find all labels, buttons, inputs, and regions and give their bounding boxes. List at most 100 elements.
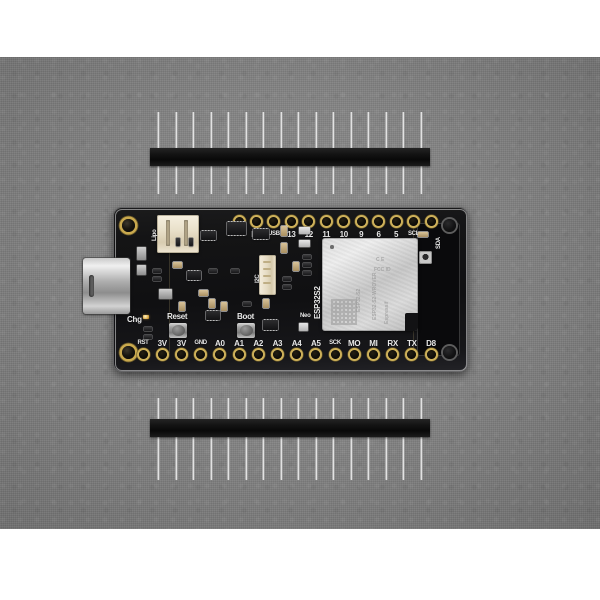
header-pin xyxy=(244,164,248,194)
header-pin xyxy=(279,112,283,150)
header-pin xyxy=(279,398,283,421)
header-pins-bottom xyxy=(150,398,430,480)
battery-connector-slot xyxy=(166,220,170,246)
silk-label-3v-2: 3V xyxy=(176,339,186,348)
header-pin xyxy=(157,112,161,150)
smd-diode xyxy=(137,265,146,275)
header-pad-6 xyxy=(374,217,384,226)
mounting-hole-bottom-right xyxy=(443,346,456,359)
header-pin xyxy=(384,398,388,421)
header-pad-10 xyxy=(339,217,349,226)
header-pad-sda xyxy=(426,217,436,226)
header-pin xyxy=(192,398,196,421)
reset-button[interactable] xyxy=(169,323,187,338)
header-pad-gnd-3 xyxy=(196,350,206,359)
smd-resistor xyxy=(144,335,152,339)
pin-header-strip-top xyxy=(150,112,430,194)
smd-capacitor xyxy=(173,262,182,268)
header-pin xyxy=(244,435,248,480)
header-pin xyxy=(209,164,213,194)
smd-resistor xyxy=(153,277,161,281)
header-pad-a2-6 xyxy=(253,350,263,359)
smd-capacitor xyxy=(199,290,208,296)
boot-button[interactable] xyxy=(237,323,255,338)
header-pin xyxy=(419,435,423,480)
header-pin xyxy=(209,435,213,480)
header-pin xyxy=(297,435,301,480)
silk-label-usb: USB xyxy=(268,231,280,237)
silk-label-neo: Neo xyxy=(300,313,311,319)
header-pin xyxy=(279,164,283,194)
silk-label-a4-8: A4 xyxy=(291,339,302,348)
header-pin xyxy=(367,398,371,421)
smd-ic xyxy=(227,220,246,237)
qt-contact xyxy=(263,282,271,284)
header-pad-12 xyxy=(304,217,314,226)
header-pad-sck-10 xyxy=(330,350,340,359)
header-pin xyxy=(192,435,196,480)
header-pin xyxy=(349,435,353,480)
header-pin xyxy=(332,435,336,480)
usb-c-port-slot xyxy=(89,275,94,297)
header-pin xyxy=(227,398,231,421)
header-pin xyxy=(384,435,388,480)
header-pin xyxy=(262,112,266,150)
header-pad-a3-7 xyxy=(272,350,282,359)
silk-label-reset: Reset xyxy=(167,312,188,321)
smd-ic xyxy=(263,318,278,332)
header-pin xyxy=(314,398,318,421)
module-marking-text: Espressif xyxy=(384,301,390,324)
header-pin xyxy=(244,112,248,150)
header-pin xyxy=(192,164,196,194)
smd-capacitor xyxy=(209,299,215,308)
header-pin xyxy=(419,164,423,194)
smd-capacitor xyxy=(263,299,269,308)
header-plastic-top xyxy=(150,148,430,166)
smd-ic xyxy=(206,309,220,322)
mounting-hole-top-right xyxy=(443,219,456,232)
header-pin xyxy=(384,112,388,150)
header-pad-tx-14 xyxy=(407,350,417,359)
feather-pcb: Lipo BATENUSB13121110965SCLSDA RST3V3VGN… xyxy=(113,207,468,372)
header-pin xyxy=(297,112,301,150)
header-pin xyxy=(174,398,178,421)
silk-label-a2-6: A2 xyxy=(253,339,264,348)
qt-contact xyxy=(263,275,271,277)
header-pin xyxy=(402,435,406,480)
silk-label-rx-13: RX xyxy=(387,339,398,348)
silk-label-i2c: I2C xyxy=(255,274,261,283)
smd-resistor xyxy=(303,255,311,259)
header-pin xyxy=(297,164,301,194)
header-pin xyxy=(349,164,353,194)
silk-label-3v-1: 3V xyxy=(157,339,167,348)
header-pin xyxy=(157,435,161,480)
ufl-antenna-connector xyxy=(419,251,432,264)
smd-resistor xyxy=(153,269,161,273)
smd-resistor xyxy=(283,277,291,281)
header-pin xyxy=(367,164,371,194)
silk-label-esp32s2: ESP32S2 xyxy=(313,286,322,319)
header-pin xyxy=(262,398,266,421)
silk-label-a1-5: A1 xyxy=(234,339,244,348)
silk-label-11: 11 xyxy=(322,230,331,239)
header-pad-5 xyxy=(391,217,401,226)
header-pin xyxy=(314,435,318,480)
silk-label-scl: SCL xyxy=(407,231,420,237)
silk-label-lipo: Lipo xyxy=(152,229,158,241)
header-pin xyxy=(402,398,406,421)
header-pin xyxy=(314,164,318,194)
smd-diode xyxy=(137,247,146,260)
module-marking-text: ESP32-S2-WROVER xyxy=(372,272,378,320)
silk-label-mi-12: MI xyxy=(369,339,378,348)
battery-connector-slot xyxy=(184,220,188,246)
header-pin xyxy=(402,112,406,150)
header-pin xyxy=(402,164,406,194)
header-pad-rx-13 xyxy=(388,350,398,359)
header-pad-3v-1 xyxy=(157,350,167,359)
smd-resistor xyxy=(283,285,291,289)
smd-resistor xyxy=(176,238,180,246)
header-pad-11 xyxy=(321,217,331,226)
header-pad-mi-12 xyxy=(368,350,378,359)
usb-c-connector[interactable] xyxy=(83,258,130,314)
header-pad-en xyxy=(251,217,261,226)
